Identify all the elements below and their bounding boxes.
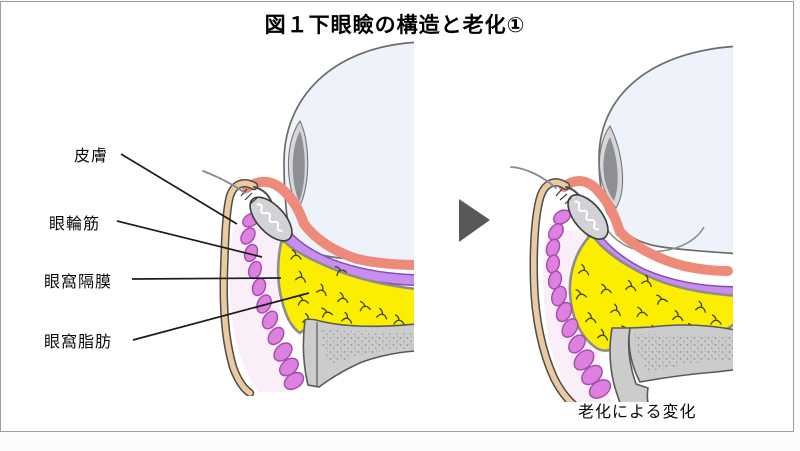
muscle-cell	[555, 301, 573, 323]
transition-arrow-icon	[459, 199, 490, 242]
muscle-cell	[561, 318, 579, 338]
label-orbital-septum: 眼窩隔膜	[44, 274, 113, 291]
muscle-cell	[283, 371, 305, 391]
lid-margin-line	[202, 170, 246, 194]
muscle-cell	[568, 334, 586, 354]
pointer-line-skin	[120, 153, 238, 225]
skin-layer	[531, 179, 575, 402]
label-orbital-fat: 眼窩脂肪	[44, 334, 113, 351]
tarsal-wavy-line	[574, 200, 600, 231]
figure-title: 図１下眼瞼の構造と老化①	[264, 14, 526, 37]
left-diagram-young-eyelid	[202, 41, 414, 396]
tarsal-plate	[249, 196, 293, 242]
lash-hatch	[555, 188, 572, 205]
muscle-cell	[267, 326, 285, 346]
orbicularis-muscle	[240, 212, 305, 391]
muscle-cell	[261, 310, 279, 330]
muscle-cell	[573, 349, 595, 371]
pointer-line-fat	[132, 292, 310, 341]
muscle-cell	[240, 227, 256, 245]
label-skin: 皮膚	[74, 148, 109, 165]
red-band-layer	[242, 176, 414, 270]
label-orbicularis-muscle: 眼輪筋	[49, 216, 101, 233]
orbital-bone-rim	[609, 327, 649, 402]
tarsal-plate	[567, 194, 609, 240]
red-band-layer	[559, 176, 733, 276]
orbicularis-muscle	[545, 209, 612, 399]
caption-aging-change: 老化による変化	[578, 404, 697, 421]
muscle-cell	[547, 270, 563, 290]
muscle-cell	[588, 379, 612, 399]
tarsal-wavy-line	[256, 203, 283, 232]
skin-layer	[221, 180, 257, 396]
muscle-cell	[548, 223, 564, 241]
muscle-cell	[545, 254, 561, 274]
lid-tip-outline	[253, 186, 272, 202]
lens	[603, 137, 618, 201]
muscle-cell	[256, 294, 272, 314]
muscle-cell	[551, 285, 567, 307]
right-diagram-aged-eyelid	[510, 45, 733, 402]
pointer-line-muscle	[116, 220, 263, 258]
bone-stipple	[320, 330, 414, 365]
lens	[292, 131, 305, 202]
bone-stipple	[633, 334, 733, 373]
pointer-line-septum	[131, 277, 282, 280]
lid-margin-line	[510, 166, 557, 189]
